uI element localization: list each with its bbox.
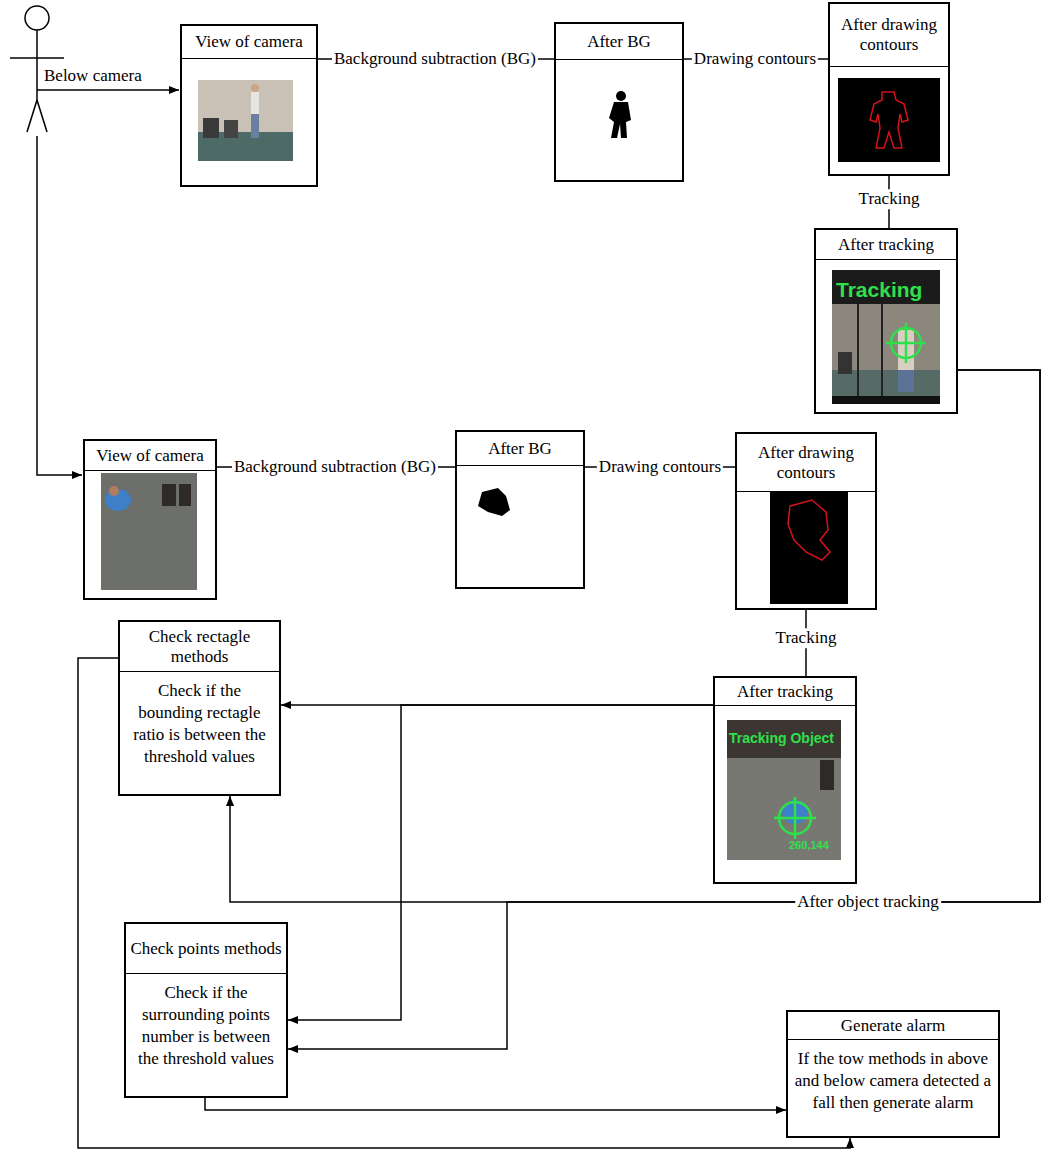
box-body: Check if the bounding rectagle ratio is …: [120, 672, 279, 776]
connector: [217, 466, 455, 468]
tracking-band: [832, 396, 940, 404]
box-body: If the tow methods in above and below ca…: [788, 1040, 998, 1122]
camera-view-box: View of camera: [180, 24, 318, 187]
edge-label: Background subtraction (BG): [232, 457, 438, 477]
contour-outline: [788, 500, 830, 560]
connector: [205, 1098, 786, 1110]
edge-label: Drawing contours: [597, 457, 723, 477]
connector: [288, 370, 1040, 1049]
contour-image: [770, 492, 848, 604]
box-heading: After drawing contours: [830, 4, 948, 67]
chair: [162, 484, 176, 506]
person-leg: [27, 100, 37, 132]
arrow-label: Below camera: [44, 67, 142, 84]
box-heading: View of camera: [85, 441, 215, 471]
box-heading: Check points methods: [126, 924, 286, 974]
method-box: Check rectagle methodsCheck if the bound…: [118, 620, 281, 796]
silhouette: [609, 91, 631, 138]
camera-arrow: [37, 89, 179, 91]
tracking-image: [727, 720, 841, 860]
person: [251, 84, 259, 92]
connector: [585, 466, 735, 468]
alarm-box: Generate alarmIf the tow methods in abov…: [786, 1010, 1000, 1138]
contour-outline: [870, 92, 908, 148]
box-heading: After tracking: [715, 678, 855, 706]
image-text: 260,144: [789, 840, 829, 851]
connector: [318, 58, 554, 60]
box-heading: After BG: [556, 24, 682, 60]
edge-label: Drawing contours: [692, 49, 818, 69]
box-heading: After drawing contours: [737, 434, 875, 492]
box-heading: Check rectagle methods: [120, 622, 279, 672]
door-frame: [881, 304, 883, 396]
chair: [179, 484, 191, 506]
person: [251, 114, 259, 138]
box-heading: View of camera: [182, 26, 316, 59]
connector: [230, 370, 1040, 902]
tracking-image: [832, 270, 940, 404]
tracking-result-box: After tracking: [713, 676, 857, 884]
person: [109, 486, 119, 496]
person: [898, 370, 914, 392]
method-box: Check points methodsCheck if the surroun…: [124, 922, 288, 1098]
tracking-result-box: After tracking: [814, 228, 958, 414]
box-heading: After tracking: [816, 230, 956, 260]
tracking-band: [727, 720, 841, 758]
image-text: Tracking: [836, 279, 922, 300]
connector: [288, 705, 713, 1020]
edge-label: Tracking: [857, 189, 922, 209]
crosshair: [886, 323, 926, 363]
person-head: [25, 6, 49, 30]
box-heading: Generate alarm: [788, 1012, 998, 1040]
person: [251, 92, 259, 114]
chair: [203, 118, 219, 138]
connector: [888, 176, 890, 228]
box-body: Check if the surrounding points number i…: [126, 974, 286, 1078]
edge-label: Tracking: [774, 628, 839, 648]
box-heading: After BG: [457, 432, 583, 466]
door-frame: [857, 304, 859, 396]
silhouette: [478, 488, 510, 516]
connector: [78, 658, 850, 1148]
camera-view-box: View of camera: [83, 439, 217, 600]
image-text: Tracking Object: [729, 731, 834, 745]
crosshair: [774, 797, 816, 839]
person-leg: [37, 100, 47, 132]
bg-result-box: After BG: [455, 430, 585, 589]
tracking-floor: [832, 370, 940, 404]
edge-label: After object tracking: [795, 892, 941, 912]
connector: [805, 610, 807, 676]
connector: [684, 58, 828, 60]
contour-result-box: After drawing contours: [735, 432, 877, 610]
chair: [838, 352, 852, 374]
chair: [224, 120, 238, 138]
chair: [820, 760, 834, 790]
contour-image: [838, 78, 940, 162]
person-arms: [10, 57, 64, 59]
edge-label: Background subtraction (BG): [332, 49, 538, 69]
camera-floor: [101, 473, 197, 590]
camera-arrow: [37, 136, 82, 475]
bg-result-box: After BG: [554, 22, 684, 182]
contour-result-box: After drawing contours: [828, 2, 950, 176]
tracking-band: [832, 270, 940, 304]
